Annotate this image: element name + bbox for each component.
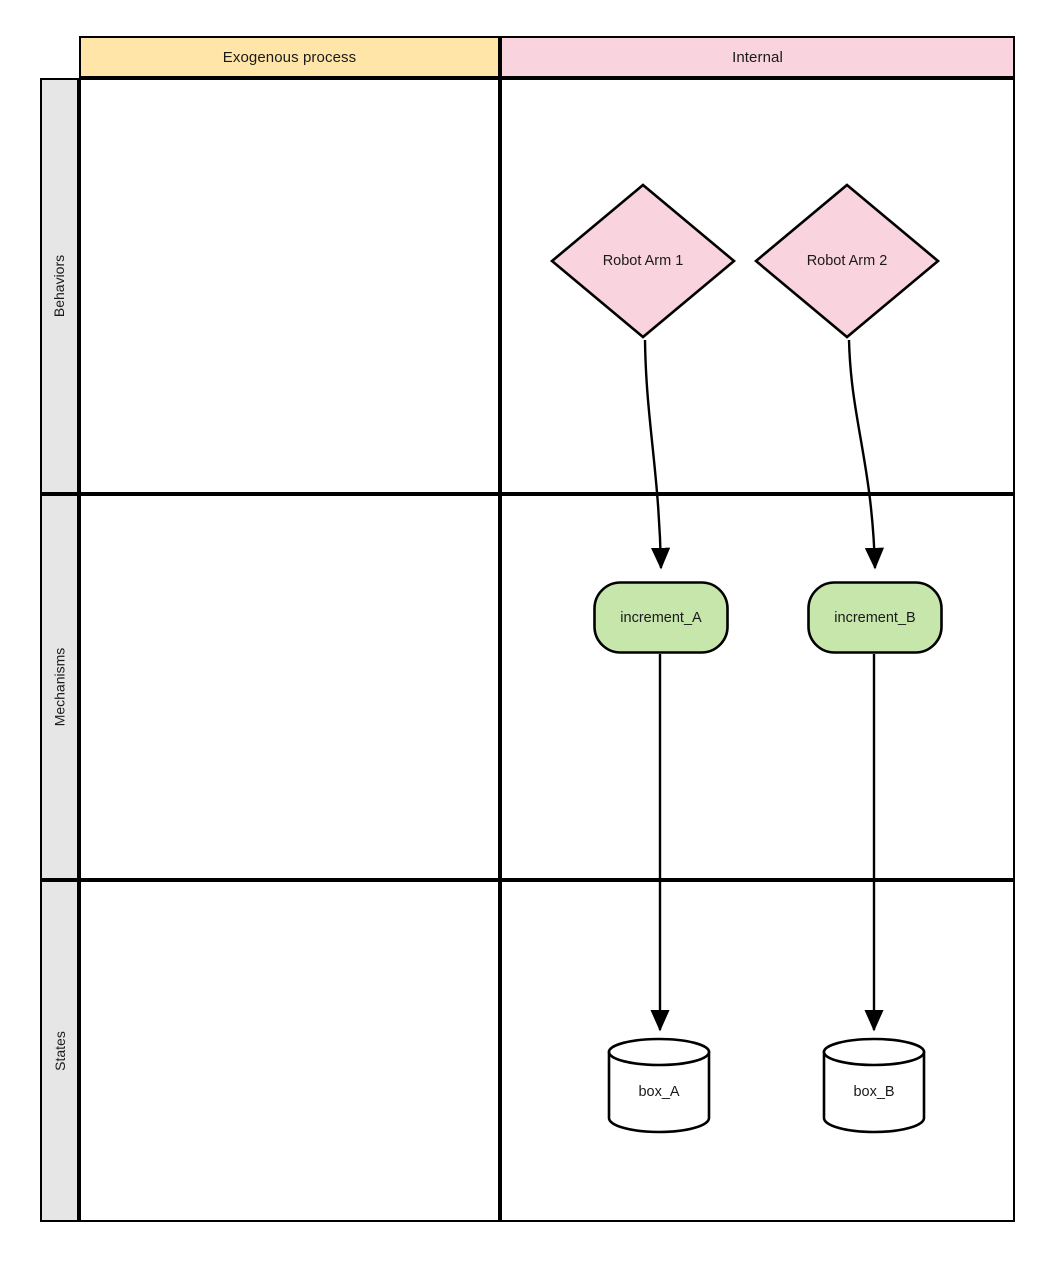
row-label-mechanisms-text: Mechanisms bbox=[51, 647, 68, 727]
cylinder-body bbox=[822, 1050, 926, 1134]
column-header-internal-label: Internal bbox=[732, 48, 783, 66]
cylinder-top bbox=[607, 1037, 711, 1067]
lane-cell-behaviors-exogenous bbox=[79, 78, 500, 494]
rounded-rect-shape bbox=[807, 581, 943, 654]
node-box-b[interactable] bbox=[822, 1037, 926, 1134]
lane-cell-mechanisms-internal bbox=[500, 494, 1015, 880]
row-label-behaviors-text: Behaviors bbox=[51, 254, 68, 318]
lane-cell-states-internal bbox=[500, 880, 1015, 1222]
column-header-exogenous-process: Exogenous process bbox=[79, 36, 500, 78]
row-label-behaviors: Behaviors bbox=[40, 78, 79, 494]
node-robot-arm-2[interactable] bbox=[753, 183, 941, 339]
node-robot-arm-1[interactable] bbox=[549, 183, 737, 339]
row-label-states: States bbox=[40, 880, 79, 1222]
node-box-a[interactable] bbox=[607, 1037, 711, 1134]
column-header-internal: Internal bbox=[500, 36, 1015, 78]
column-header-exogenous-label: Exogenous process bbox=[222, 48, 357, 66]
lane-cell-mechanisms-exogenous bbox=[79, 494, 500, 880]
diamond-shape bbox=[549, 183, 737, 339]
node-increment-b[interactable] bbox=[807, 581, 943, 654]
row-label-states-text: States bbox=[51, 1031, 68, 1071]
diamond-shape bbox=[753, 183, 941, 339]
row-label-mechanisms: Mechanisms bbox=[40, 494, 79, 880]
lane-cell-states-exogenous bbox=[79, 880, 500, 1222]
rounded-rect-shape bbox=[593, 581, 729, 654]
cylinder-top bbox=[822, 1037, 926, 1067]
node-increment-a[interactable] bbox=[593, 581, 729, 654]
cylinder-body bbox=[607, 1050, 711, 1134]
